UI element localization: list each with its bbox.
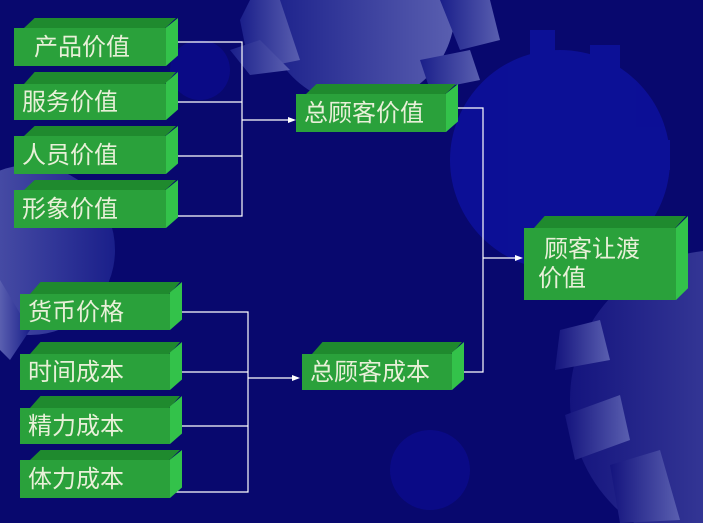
box-top-face [30, 396, 180, 408]
box-side-face [170, 342, 182, 390]
box-top-face [534, 216, 686, 228]
result-label-line1: 顾客让渡 [544, 235, 640, 264]
box-front-face: 服务价值 [14, 84, 166, 120]
box-front-face: 体力成本 [20, 460, 170, 498]
box-side-face [446, 84, 458, 132]
box-top-face [312, 342, 462, 354]
gear-right [555, 250, 703, 523]
box-front-face: 产品价值 [14, 28, 166, 66]
box-front-face: 顾客让渡 价值 [524, 228, 676, 300]
result-label-line2: 价值 [538, 264, 586, 292]
box-top-face [24, 18, 176, 28]
box-top-face [24, 180, 176, 190]
box-top-face [306, 84, 456, 94]
gear-top [230, 0, 500, 105]
box-label: 体力成本 [28, 464, 124, 493]
box-side-face [166, 72, 178, 120]
box-front-face: 人员价值 [14, 136, 166, 174]
box-side-face [676, 216, 688, 300]
box-side-face [166, 180, 178, 228]
box-label: 总顾客价值 [304, 98, 424, 127]
box-top-face [30, 450, 180, 460]
box-side-face [170, 396, 182, 444]
box-front-face: 总顾客价值 [296, 94, 446, 132]
box-front-face: 时间成本 [20, 354, 170, 390]
box-side-face [452, 342, 464, 390]
box-front-face: 货币价格 [20, 294, 170, 330]
box-top-face [24, 126, 176, 136]
box-label: 产品价值 [34, 32, 130, 61]
box-label: 精力成本 [28, 411, 124, 440]
box-front-face: 形象价值 [14, 190, 166, 228]
box-side-face [166, 126, 178, 174]
box-label: 形象价值 [22, 194, 118, 223]
box-side-face [166, 18, 178, 66]
box-label: 总顾客成本 [310, 357, 430, 386]
box-top-face [30, 342, 180, 354]
gear-middle [450, 30, 670, 270]
box-side-face [170, 282, 182, 330]
box-top-face [24, 72, 176, 84]
box-label: 货币价格 [28, 297, 124, 326]
box-label: 人员价值 [22, 140, 118, 169]
box-front-face: 总顾客成本 [302, 354, 452, 390]
box-label: 服务价值 [22, 87, 118, 116]
box-top-face [30, 282, 180, 294]
box-side-face [170, 450, 182, 498]
box-front-face: 精力成本 [20, 408, 170, 444]
box-label: 时间成本 [28, 357, 124, 386]
